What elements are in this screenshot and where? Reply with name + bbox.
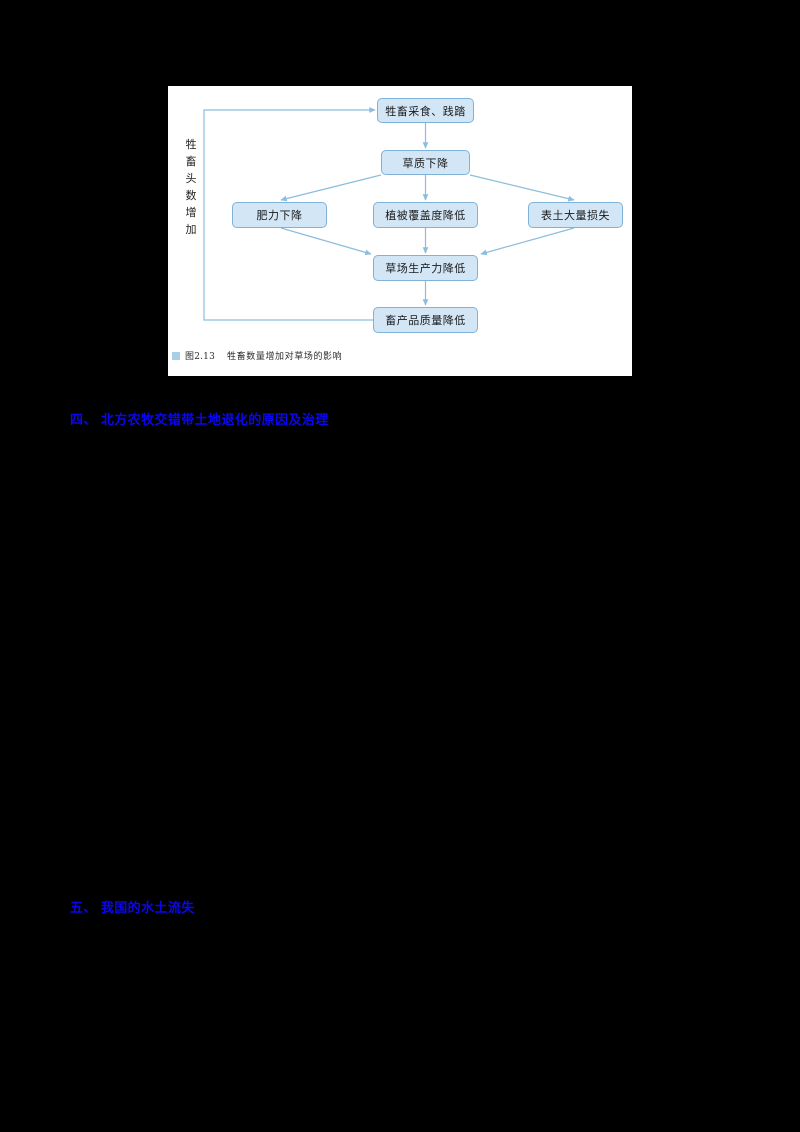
arrow-quality-to-soil — [469, 174, 575, 202]
side-label-char-2: 头 — [185, 172, 197, 185]
arrow-quality-to-fert — [280, 174, 382, 202]
figure-caption-text: 牲畜数量增加对草场的影响 — [227, 352, 343, 362]
section-heading-four-text: 北方农牧交错带土地退化的原因及治理 — [100, 413, 329, 428]
flowchart-connectors — [203, 107, 575, 321]
node-fertility-decline: 肥力下降 — [232, 202, 327, 228]
node-vegetation-cover-decline: 植被覆盖度降低 — [373, 202, 478, 228]
node-pasture-productivity-decline: 草场生产力降低 — [373, 255, 478, 281]
section-heading-five: 五、我国的水土流失 — [70, 897, 195, 916]
caption-square-marker-icon — [172, 351, 180, 360]
node-livestock-product-quality-decline: 畜产品质量降低 — [373, 307, 478, 333]
section-heading-five-text: 我国的水土流失 — [100, 901, 195, 916]
node-grass-quality-decline: 草质下降 — [381, 150, 470, 175]
section-heading-five-number: 五、 — [70, 901, 97, 916]
figure-caption: 图2.13 牲畜数量增加对草场的影响 — [172, 349, 342, 362]
side-label-char-5: 加 — [185, 223, 197, 236]
side-label-char-3: 数 — [185, 189, 197, 202]
node-topsoil-loss: 表土大量损失 — [528, 202, 623, 228]
arrow-fert-to-prod — [280, 227, 372, 256]
section-heading-four: 四、北方农牧交错带土地退化的原因及治理 — [70, 409, 329, 428]
side-label-char-1: 畜 — [185, 155, 197, 168]
side-label-char-4: 增 — [185, 206, 197, 219]
figure-side-label: 牲 畜 头 数 增 加 — [180, 136, 202, 238]
figure-number: 图2.13 — [185, 352, 216, 362]
node-livestock-grazing: 牲畜采食、践踏 — [377, 98, 474, 123]
arrow-feedback-loop — [203, 107, 376, 321]
side-label-char-0: 牲 — [185, 138, 197, 151]
arrow-soil-to-prod — [480, 227, 575, 256]
figure-panel: 牲 畜 头 数 增 加 — [168, 86, 632, 376]
section-heading-four-number: 四、 — [70, 413, 97, 428]
